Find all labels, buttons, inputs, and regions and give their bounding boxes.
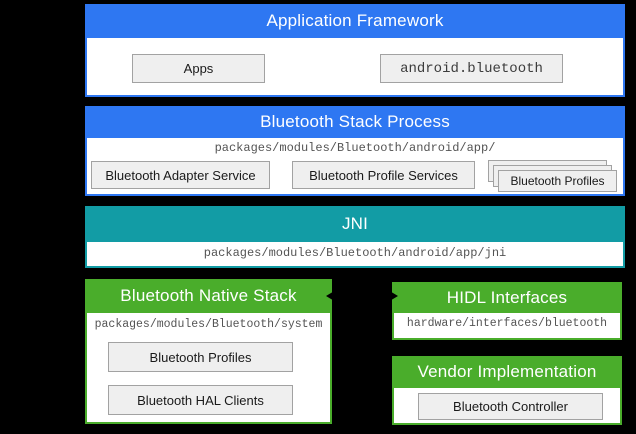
- bluetooth-stack-process-header: Bluetooth Stack Process: [85, 106, 625, 138]
- bidirectional-arrow-line: [334, 295, 390, 297]
- arrow-left-head-icon: [326, 290, 336, 302]
- bluetooth-adapter-service-box: Bluetooth Adapter Service: [91, 161, 270, 189]
- vendor-implementation-body: Bluetooth Controller: [392, 388, 622, 425]
- apps-box: Apps: [132, 54, 265, 83]
- arrow-right-head-icon: [388, 290, 398, 302]
- section-application-framework: Application Framework Apps android.bluet…: [85, 4, 625, 97]
- section-bluetooth-native-stack: Bluetooth Native Stack packages/modules/…: [85, 279, 332, 424]
- hidl-interfaces-header: HIDL Interfaces: [392, 282, 622, 313]
- section-hidl-interfaces: HIDL Interfaces hardware/interfaces/blue…: [392, 282, 622, 340]
- bluetooth-profiles-stacked-box: Bluetooth Profiles: [498, 170, 617, 192]
- hidl-interfaces-body: hardware/interfaces/bluetooth: [392, 313, 622, 340]
- native-bluetooth-profiles-box: Bluetooth Profiles: [108, 342, 293, 372]
- bluetooth-native-stack-body: packages/modules/Bluetooth/system Blueto…: [85, 313, 332, 424]
- hidl-path-label: hardware/interfaces/bluetooth: [406, 317, 608, 330]
- vendor-implementation-header: Vendor Implementation: [392, 356, 622, 388]
- bluetooth-controller-box: Bluetooth Controller: [418, 393, 603, 420]
- jni-path-label: packages/modules/Bluetooth/android/app/j…: [203, 246, 507, 260]
- stack-process-path-label: packages/modules/Bluetooth/android/app/: [214, 141, 496, 155]
- application-framework-body: Apps android.bluetooth: [85, 38, 625, 97]
- jni-body: packages/modules/Bluetooth/android/app/j…: [85, 242, 625, 268]
- bluetooth-native-stack-header: Bluetooth Native Stack: [85, 279, 332, 313]
- android-bluetooth-box: android.bluetooth: [380, 54, 563, 83]
- bluetooth-stack-process-body: packages/modules/Bluetooth/android/app/ …: [85, 138, 625, 196]
- section-bluetooth-stack-process: Bluetooth Stack Process packages/modules…: [85, 106, 625, 196]
- application-framework-header: Application Framework: [85, 4, 625, 38]
- section-vendor-implementation: Vendor Implementation Bluetooth Controll…: [392, 356, 622, 425]
- native-stack-path-label: packages/modules/Bluetooth/system: [94, 318, 323, 331]
- section-jni: JNI packages/modules/Bluetooth/android/a…: [85, 206, 625, 268]
- bluetooth-profile-services-box: Bluetooth Profile Services: [292, 161, 475, 189]
- jni-header: JNI: [85, 206, 625, 242]
- bluetooth-hal-clients-box: Bluetooth HAL Clients: [108, 385, 293, 415]
